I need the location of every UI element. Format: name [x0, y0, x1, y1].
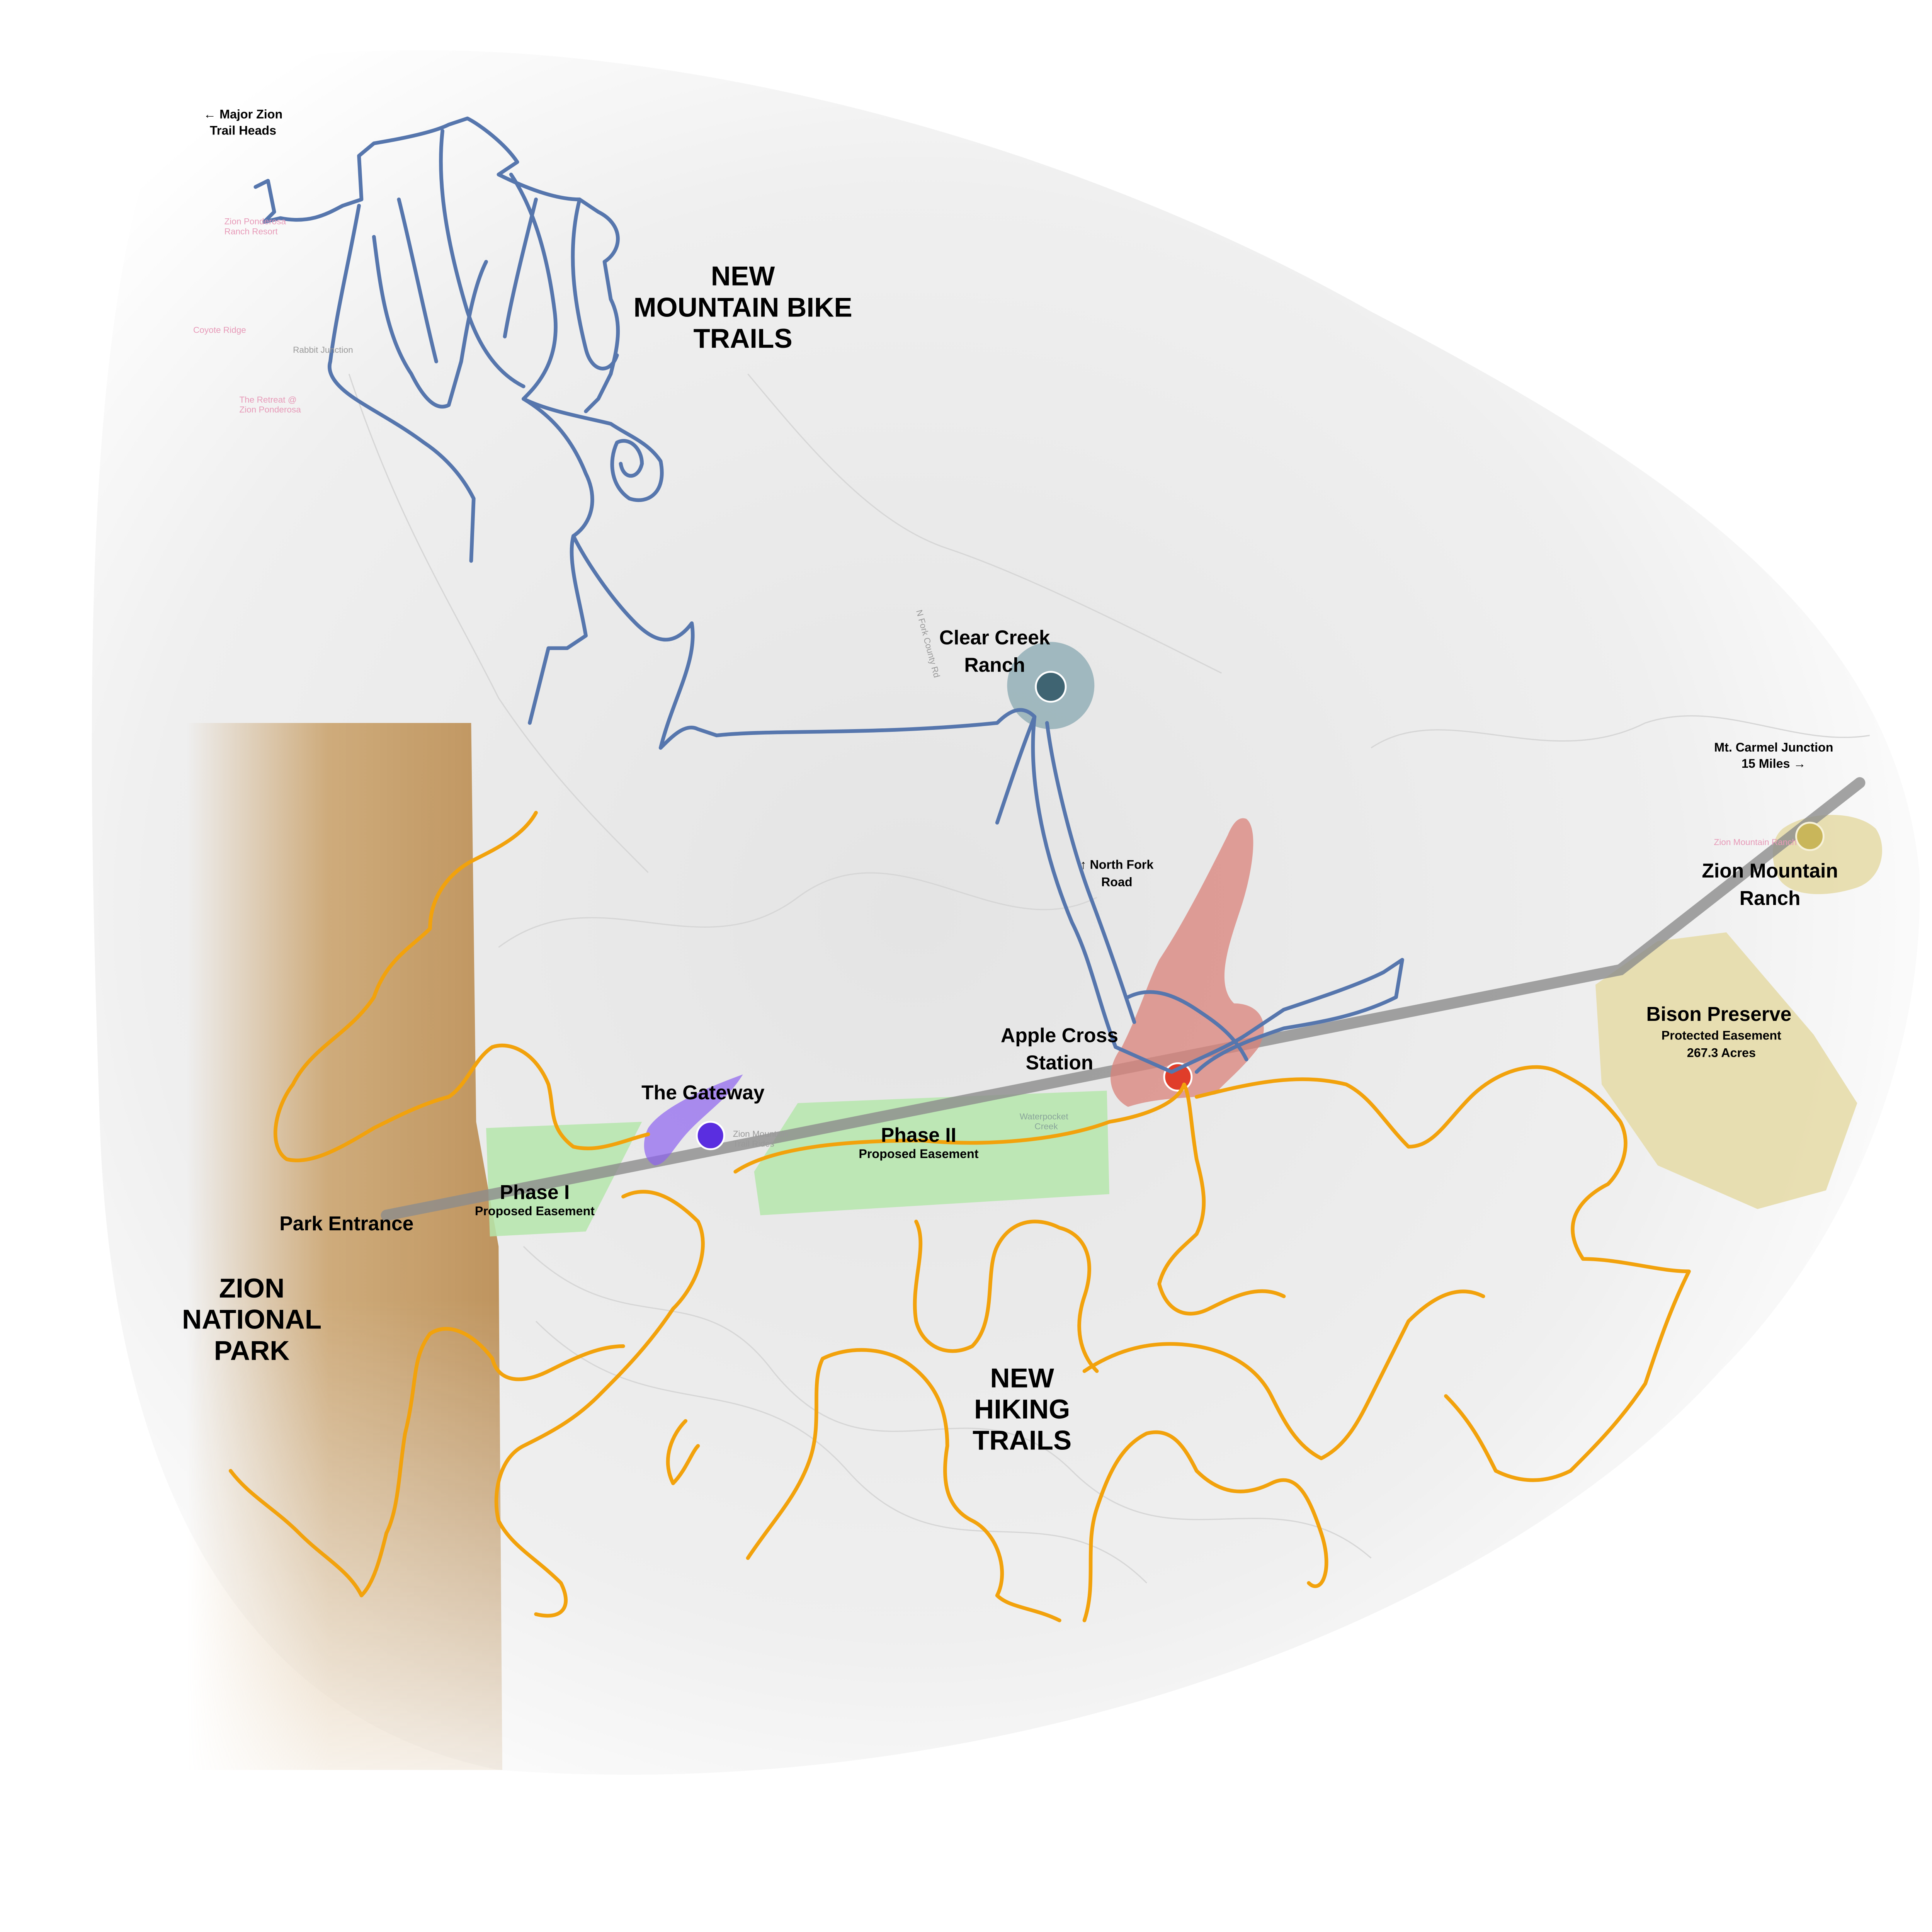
contour-lines [348, 373, 1870, 1583]
map-labels: ← Major Zion Trail Heads NEW MOUNTAIN BI… [182, 107, 1838, 1456]
apple-cross-station-area [1111, 818, 1264, 1107]
bison-preserve-area [1595, 932, 1857, 1209]
phase-2-label: Phase II [881, 1124, 956, 1146]
hiking-trails-title-3: TRAILS [973, 1425, 1071, 1456]
highway-9 [381, 777, 1866, 1221]
poi-trail-rides-2: Trail Rides [733, 1139, 774, 1149]
poi-retreat: The Retreat @ [239, 395, 296, 405]
the-gateway-label: The Gateway [641, 1081, 765, 1104]
mt-carmel-label-2: 15 Miles → [1742, 757, 1806, 770]
north-fork-label: ↑ North Fork [1080, 857, 1153, 871]
major-zion-label-2: Trail Heads [210, 123, 276, 137]
mtb-trails-title-3: TRAILS [693, 323, 792, 354]
zion-mountain-ranch-marker[interactable] [1795, 821, 1825, 851]
bison-preserve-label: Bison Preserve [1646, 1003, 1791, 1025]
bison-preserve-sub: Protected Easement [1662, 1028, 1781, 1042]
phase-1-sub: Proposed Easement [475, 1204, 595, 1218]
zion-mountain-ranch-label: Zion Mountain [1702, 859, 1838, 882]
zion-np-label-3: PARK [214, 1335, 290, 1366]
the-gateway-marker[interactable] [696, 1121, 725, 1150]
mt-carmel-label: Mt. Carmel Junction [1714, 740, 1833, 754]
hiking-trails-title: NEW [990, 1363, 1054, 1393]
poi-trail-rides: Zion Mountain [733, 1129, 788, 1139]
mtb-trails-title-2: MOUNTAIN BIKE [633, 292, 852, 323]
the-gateway-area [644, 1074, 743, 1166]
phase-1-label: Phase I [500, 1181, 570, 1203]
mtb-trails-title: NEW [711, 261, 775, 292]
hiking-trails-title-2: HIKING [974, 1394, 1070, 1425]
clear-creek-ranch-marker[interactable] [1035, 671, 1067, 703]
major-zion-label: ← Major Zion [204, 107, 282, 121]
north-fork-label-2: Road [1101, 875, 1133, 889]
poi-coyote-ridge: Coyote Ridge [193, 325, 246, 335]
poi-waterpocket-2: Creek [1034, 1122, 1058, 1131]
poi-retreat-2: Zion Ponderosa [239, 405, 301, 415]
clear-creek-label: Clear Creek [939, 626, 1050, 649]
phase-2-sub: Proposed Easement [859, 1147, 978, 1161]
hiking-trails [228, 811, 1691, 1622]
bison-preserve-acres: 267.3 Acres [1687, 1046, 1756, 1060]
poi-waterpocket: Waterpocket [1020, 1112, 1069, 1121]
terrain-basemap [92, 50, 1920, 1775]
apple-cross-label: Apple Cross [1001, 1024, 1118, 1046]
park-entrance-label: Park Entrance [279, 1212, 413, 1235]
apple-cross-label-2: Station [1026, 1051, 1093, 1074]
mountain-bike-trails [253, 116, 1404, 1074]
zion-mountain-ranch-label-2: Ranch [1740, 887, 1801, 909]
poi-rabbit-junction: Rabbit Junction [293, 345, 353, 355]
zion-mountain-ranch-area [1772, 815, 1882, 895]
clear-creek-label-2: Ranch [964, 654, 1025, 676]
poi-ponderosa-2: Ranch Resort [224, 226, 278, 236]
zion-national-park-area [187, 723, 502, 1770]
poi-ponderosa: Zion Ponderosa [224, 217, 286, 226]
zion-np-label-2: NATIONAL [182, 1304, 321, 1335]
poi-zion-mountain-ranch: Zion Mountain Ranch [1714, 837, 1797, 847]
zion-np-label: ZION [219, 1273, 284, 1304]
